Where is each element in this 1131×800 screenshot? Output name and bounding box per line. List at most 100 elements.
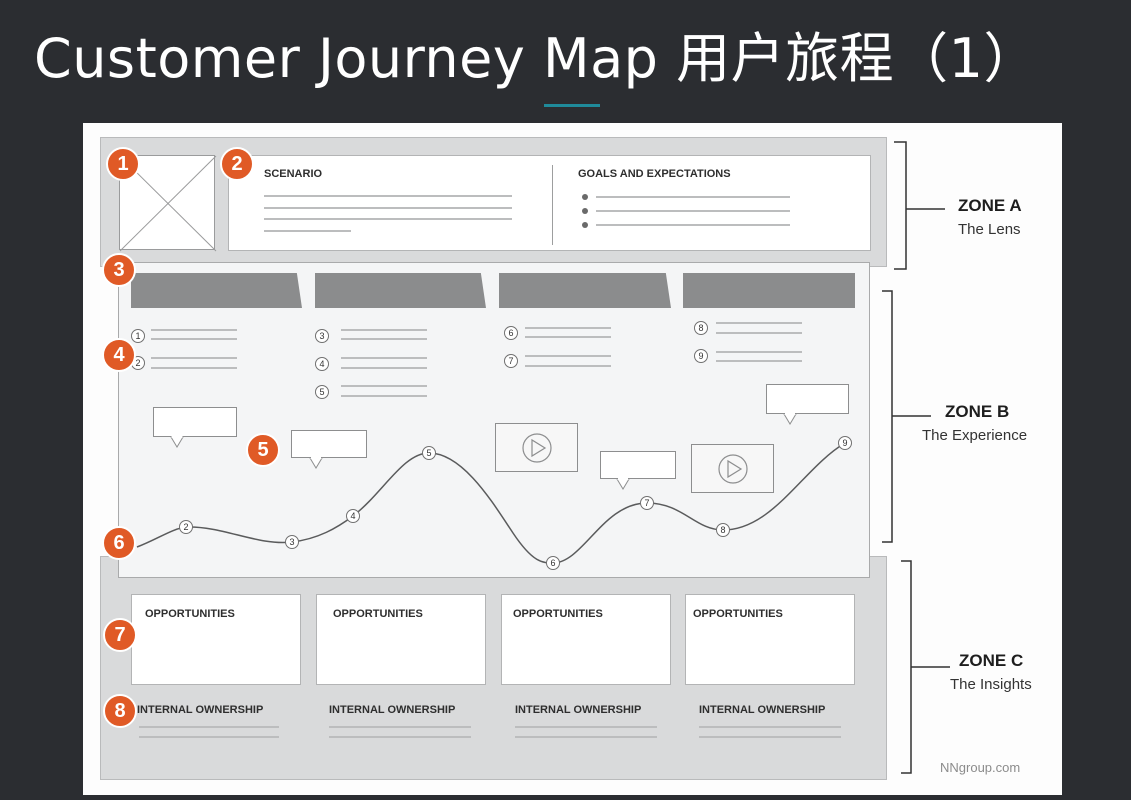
text-line	[341, 338, 427, 340]
marker-4: 4	[102, 338, 136, 372]
action-number: 1	[131, 329, 145, 343]
curve-point: 4	[346, 509, 360, 523]
phase-bar	[315, 273, 486, 308]
opportunities-label: OPPORTUNITIES	[333, 608, 423, 620]
video-thumbnail	[691, 444, 774, 493]
opportunities-label: OPPORTUNITIES	[693, 608, 783, 620]
speech-bubble	[766, 384, 849, 414]
text-line	[264, 230, 351, 232]
text-line	[716, 332, 802, 334]
opportunities-box: OPPORTUNITIES	[316, 594, 486, 685]
text-line	[329, 736, 471, 738]
text-line	[151, 367, 237, 369]
curve-point: 2	[179, 520, 193, 534]
action-number: 5	[315, 385, 329, 399]
bullet-icon	[582, 222, 588, 228]
divider	[552, 165, 553, 245]
text-line	[341, 385, 427, 387]
emotion-curve	[136, 442, 846, 564]
opportunities-box: OPPORTUNITIES	[501, 594, 671, 685]
text-line	[596, 210, 790, 212]
text-line	[139, 726, 279, 728]
watermark: NNgroup.com	[940, 760, 1021, 775]
page-title: Customer Journey Map 用户旅程（1）	[34, 27, 1038, 90]
speech-bubble	[600, 451, 676, 479]
text-line	[151, 357, 237, 359]
marker-3: 3	[102, 253, 136, 287]
text-line	[515, 736, 657, 738]
bullet-icon	[582, 194, 588, 200]
text-line	[515, 726, 657, 728]
marker-1: 1	[106, 147, 140, 181]
action-number: 4	[315, 357, 329, 371]
play-icon	[522, 433, 552, 463]
zone-a-subtitle: The Lens	[958, 221, 1021, 238]
ownership-label: INTERNAL OWNERSHIP	[329, 704, 456, 716]
text-line	[525, 355, 611, 357]
marker-5: 5	[246, 433, 280, 467]
phase-bar	[683, 273, 855, 308]
scenario-label: SCENARIO	[264, 168, 323, 180]
zone-brackets	[882, 141, 950, 774]
action-number: 9	[694, 349, 708, 363]
phase-bar	[499, 273, 671, 308]
phase-bar	[131, 273, 302, 308]
journey-map-diagram: SCENARIO GOALS AND EXPECTATIONS 1 2 3 4 …	[83, 123, 1062, 795]
bullet-icon	[582, 208, 588, 214]
zone-b-title: ZONE B	[945, 402, 1010, 421]
text-line	[264, 195, 512, 197]
zone-c-subtitle: The Insights	[950, 676, 1032, 693]
zone-a-title: ZONE A	[958, 196, 1022, 215]
action-number: 7	[504, 354, 518, 368]
curve-point: 7	[640, 496, 654, 510]
text-line	[699, 736, 841, 738]
text-line	[525, 327, 611, 329]
curve-point: 9	[838, 436, 852, 450]
text-line	[596, 224, 790, 226]
curve-point: 5	[422, 446, 436, 460]
scenario-goals-box: SCENARIO GOALS AND EXPECTATIONS	[228, 155, 871, 251]
ownership-label: INTERNAL OWNERSHIP	[515, 704, 642, 716]
text-line	[716, 360, 802, 362]
text-line	[329, 726, 471, 728]
text-line	[716, 351, 802, 353]
text-line	[525, 365, 611, 367]
play-icon	[718, 454, 748, 484]
goals-label: GOALS AND EXPECTATIONS	[578, 168, 731, 180]
curve-point: 6	[546, 556, 560, 570]
marker-6: 6	[102, 526, 136, 560]
marker-7: 7	[103, 618, 137, 652]
opportunities-box: OPPORTUNITIES	[131, 594, 301, 685]
ownership-label: INTERNAL OWNERSHIP	[137, 704, 264, 716]
opportunities-box: OPPORTUNITIES	[685, 594, 855, 685]
speech-bubble	[153, 407, 237, 437]
text-line	[341, 357, 427, 359]
opportunities-label: OPPORTUNITIES	[145, 608, 235, 620]
bubble-tail-cover	[172, 413, 795, 480]
text-line	[341, 395, 427, 397]
text-line	[151, 338, 237, 340]
curve-point: 8	[716, 523, 730, 537]
text-line	[596, 196, 790, 198]
opportunities-label: OPPORTUNITIES	[513, 608, 603, 620]
ownership-label: INTERNAL OWNERSHIP	[699, 704, 826, 716]
marker-2: 2	[220, 147, 254, 181]
text-line	[264, 218, 512, 220]
title-accent-line	[544, 104, 600, 107]
text-line	[341, 367, 427, 369]
marker-8: 8	[103, 694, 137, 728]
text-line	[341, 329, 427, 331]
zone-b-subtitle: The Experience	[922, 427, 1028, 444]
text-line	[525, 336, 611, 338]
zone-c-title: ZONE C	[959, 651, 1024, 670]
speech-bubble	[291, 430, 367, 458]
text-line	[699, 726, 841, 728]
text-line	[151, 329, 237, 331]
text-line	[139, 736, 279, 738]
action-number: 3	[315, 329, 329, 343]
text-line	[716, 322, 802, 324]
action-number: 6	[504, 326, 518, 340]
text-line	[264, 207, 512, 209]
video-thumbnail	[495, 423, 578, 472]
action-number: 8	[694, 321, 708, 335]
